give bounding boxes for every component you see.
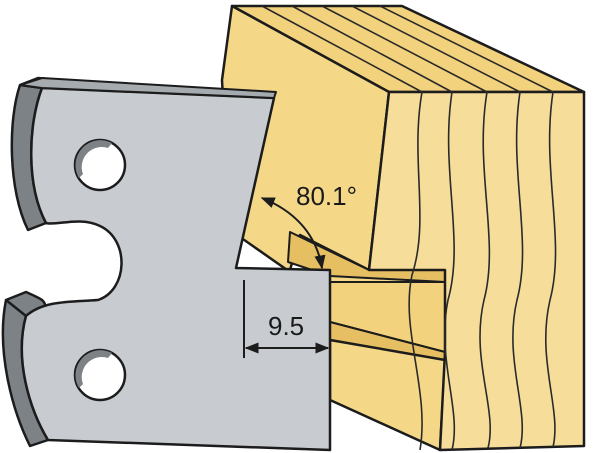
- angle-arc: [260, 197, 326, 270]
- angle-label: 80.1°: [296, 181, 357, 211]
- wood-grain-end: [408, 91, 557, 451]
- blade-top-edge: [19, 77, 277, 99]
- angle-dimension: 80.1°: [260, 181, 357, 270]
- blade-mounting-hole-upper: [73, 138, 127, 192]
- wood-bottom-chamfer: [328, 338, 447, 452]
- profile-knife-blade: [1, 76, 332, 452]
- blade-mounting-hole-lower: [73, 348, 127, 402]
- wood-end-face: [367, 90, 586, 452]
- width-label: 9.5: [268, 311, 304, 341]
- wood-workpiece: [220, 4, 586, 452]
- width-dimension: 9.5: [243, 280, 330, 358]
- wood-grain-top: [261, 5, 554, 93]
